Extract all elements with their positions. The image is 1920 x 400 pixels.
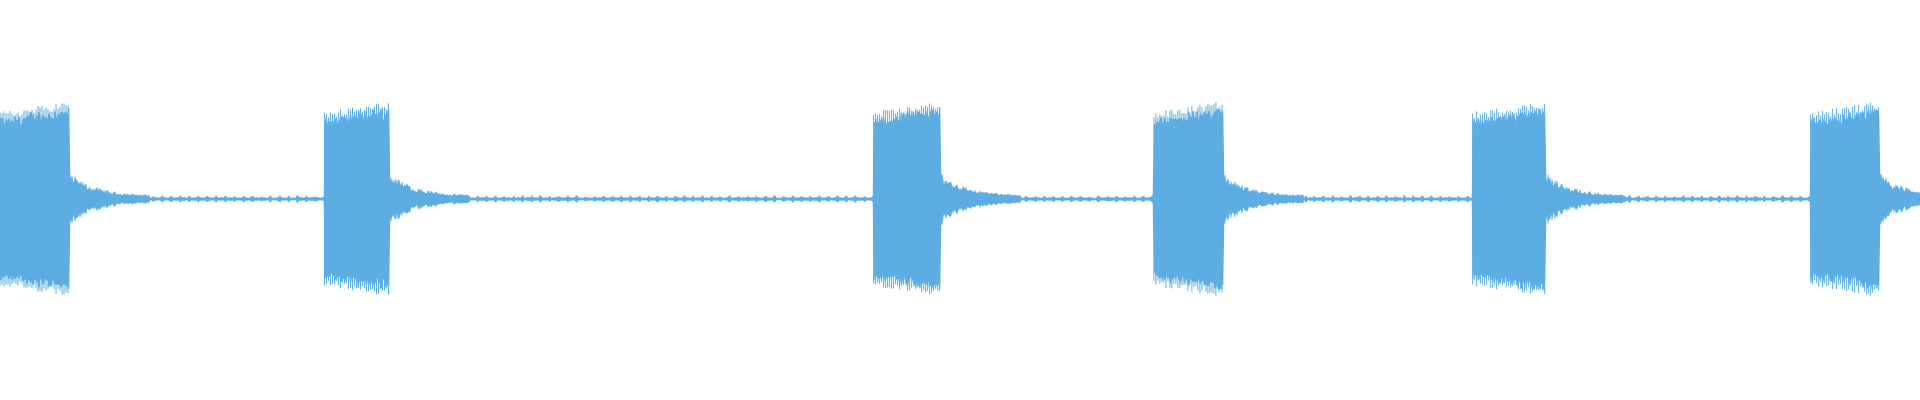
waveform-burst	[324, 103, 389, 295]
waveform-burst	[0, 103, 69, 295]
waveform-burst	[873, 103, 941, 295]
waveform-envelope	[0, 106, 1920, 293]
waveform-burst	[1472, 104, 1546, 294]
waveform-burst	[1153, 102, 1223, 296]
waveform-burst	[1810, 102, 1880, 296]
